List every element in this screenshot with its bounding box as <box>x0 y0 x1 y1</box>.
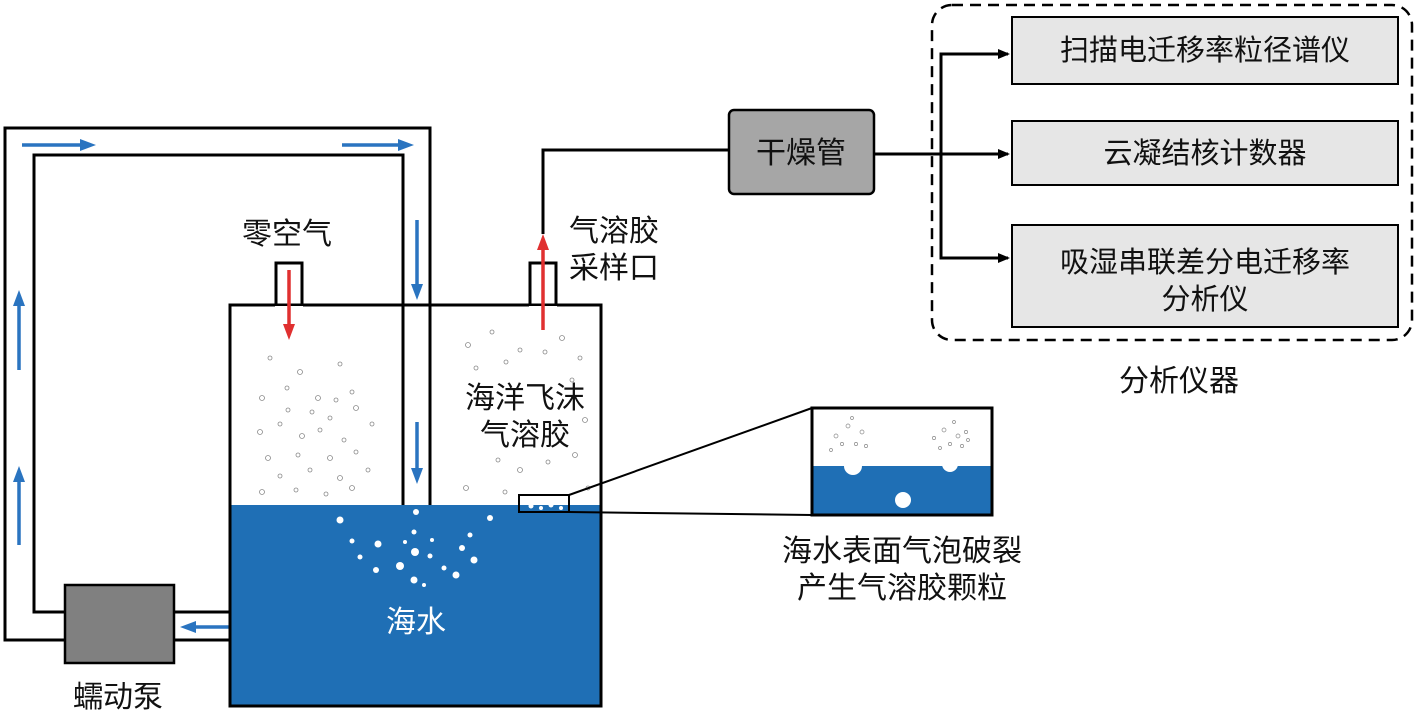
instrument-smps-label: 扫描电迁移率粒径谱仪 <box>1060 33 1350 67</box>
analyzers-group-label: 分析仪器 <box>1119 364 1239 399</box>
aerosol-out-arrow <box>537 234 549 330</box>
analyzers-group-boundary <box>930 3 1414 342</box>
pump-label: 蠕动泵 <box>73 680 163 715</box>
seawater-label: 海水 <box>386 605 446 640</box>
peristaltic-pump <box>63 583 176 665</box>
instrument-box-ccnc <box>1011 120 1399 186</box>
flow-arrow-down-lower <box>411 422 423 484</box>
seawater-body <box>230 505 601 706</box>
aerosol-port-label-line2: 采样口 <box>569 251 659 286</box>
flow-arrows <box>13 139 423 633</box>
instrument-htdma-label-line2: 分析仪 <box>1161 282 1248 316</box>
flow-arrow-down-upper <box>411 220 423 300</box>
bubble-burst-label-line2: 产生气溶胶颗粒 <box>797 571 1007 606</box>
instrument-box-smps <box>1011 16 1399 85</box>
zoom-source-box <box>518 407 813 516</box>
headspace-particles-left <box>257 355 375 497</box>
zero-air-arrow <box>283 270 295 340</box>
flow-arrow-to-pump <box>180 621 230 633</box>
recirculation-pipe <box>3 126 432 642</box>
bubble-burst-detail <box>810 406 994 517</box>
sea-spray-label-line1: 海洋飞沫 <box>465 381 585 416</box>
drying-tube-label: 干燥管 <box>756 136 846 171</box>
zero-air-label: 零空气 <box>242 217 332 252</box>
bubble-burst-label-line1: 海水表面气泡破裂 <box>782 534 1022 569</box>
instrument-htdma-label-line1: 吸湿串联差分电迁移率 <box>1060 245 1350 279</box>
sampling-line <box>541 49 1010 263</box>
drying-tube-box <box>727 108 876 196</box>
flow-arrow-top-left <box>22 139 96 151</box>
instrument-ccnc-label: 云凝结核计数器 <box>1103 136 1306 170</box>
seawater-tank <box>228 261 603 708</box>
bubbles-in-water <box>336 509 493 587</box>
flow-arrow-top-right <box>342 139 414 151</box>
instrument-box-htdma <box>1011 224 1399 328</box>
aerosol-port-label-line1: 气溶胶 <box>569 214 659 249</box>
flow-arrow-up-lower <box>13 466 25 545</box>
sea-spray-label-line2: 气溶胶 <box>480 418 570 453</box>
flow-arrow-up-upper <box>13 290 25 370</box>
